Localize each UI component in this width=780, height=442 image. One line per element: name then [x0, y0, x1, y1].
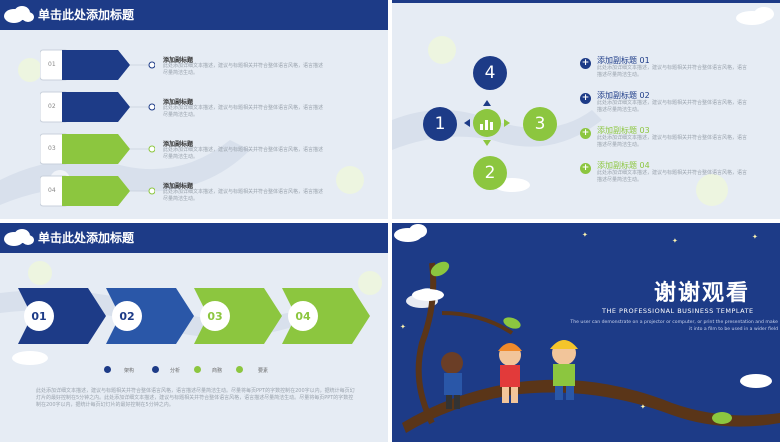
arrow-down-icon: [483, 140, 491, 146]
item-body: 此处添加详细文本描述，建议与标题相关并符合整体语言风格，语言描述尽量简洁生动。: [597, 100, 748, 113]
item-title: 添加副标题 01: [597, 56, 650, 65]
child-2: [498, 343, 522, 403]
slide-4[interactable]: ✦ ✦ ✦ ✦ ✦ 谢谢观看 THE PROFESSIONAL BUSINESS…: [392, 223, 780, 442]
plus-icon: +: [580, 93, 591, 104]
item-body: 此处添加详细文本描述，建议与标题相关并符合整体语言风格，语言描述尽量简洁生动。: [597, 170, 748, 183]
row-number: 03: [48, 145, 56, 152]
header-title: 单击此处添加标题: [38, 8, 135, 22]
arrow-row-2: [40, 91, 130, 123]
item-body: 此处添加详细文本描述，建议与标题相关并符合整体语言风格，语言描述尽量简洁生动。: [163, 189, 324, 202]
slide-3[interactable]: 单击此处添加标题 01 02 03 04 架构 分析 商務 要素 此处添加详细文…: [0, 223, 388, 442]
item-body: 此处添加详细文本描述，建议与标题相关并符合整体语言风格，语言描述尽量简洁生动。: [163, 147, 324, 160]
bar-chart-icon: [480, 120, 493, 130]
item-body: 此处添加详细文本描述，建议与标题相关并符合整体语言风格，语言描述尽量简洁生动。: [163, 105, 324, 118]
child-1: [441, 352, 463, 409]
row-number: 04: [48, 187, 56, 194]
circle-4: 4: [473, 56, 507, 90]
arrow-left-icon: [464, 119, 470, 127]
star-icon: ✦: [400, 323, 406, 331]
arrow-row-4: [40, 175, 130, 207]
star-icon: ✦: [752, 233, 758, 241]
item-title: 添加副标题 04: [597, 161, 650, 170]
star-icon: ✦: [582, 231, 588, 239]
description: The user can demonstrate on a projector …: [570, 320, 778, 332]
header-title: 单击此处添加标题: [38, 231, 135, 245]
plus-icon: +: [580, 163, 591, 174]
item-body: 此处添加详细文本描述，建议与标题相关并符合整体语言风格，语言描述尽量简洁生动。: [163, 63, 324, 76]
body-text: 此处添加详细文本描述，建议与标题相关并符合整体语言风格，语言描述尽量简洁生动。尽…: [36, 388, 355, 408]
item-title: 添加副标题: [163, 57, 194, 64]
legend-label: 要素: [258, 368, 269, 374]
step-label: 01: [24, 301, 54, 331]
cloud-icon: [4, 6, 34, 23]
item-body: 此处添加详细文本描述，建议与标题相关并符合整体语言风格，语言描述尽量简洁生动。: [597, 135, 748, 148]
plus-icon: +: [580, 128, 591, 139]
row-number: 02: [48, 103, 56, 110]
circle-1: 1: [423, 107, 457, 141]
step-label: 02: [112, 301, 142, 331]
arrow-right-icon: [504, 119, 510, 127]
legend-dot: [194, 366, 201, 373]
legend-dot: [104, 366, 111, 373]
star-icon: ✦: [640, 403, 646, 411]
child-3: [550, 340, 578, 400]
item-body: 此处添加详细文本描述，建议与标题相关并符合整体语言风格，语言描述尽量简洁生动。: [597, 65, 748, 78]
legend-dot: [152, 366, 159, 373]
header-bar: 单击此处添加标题: [0, 0, 388, 30]
item-title: 添加副标题 03: [597, 126, 650, 135]
tree-background-decoration: [0, 261, 382, 365]
arrow-list-graphic: [40, 49, 155, 207]
step-label: 04: [288, 301, 318, 331]
cloud-icon: [4, 229, 34, 246]
arrow-row-1: [40, 49, 130, 81]
item-title: 添加副标题: [163, 99, 194, 106]
subtitle: THE PROFESSIONAL BUSINESS TEMPLATE: [602, 307, 754, 315]
slide-1[interactable]: 单击此处添加标题 01 02 03 04 添加副标题 此处添加详细文本描述: [0, 0, 388, 219]
legend-dot: [236, 366, 243, 373]
item-title: 添加副标题 02: [597, 91, 650, 100]
legend-label: 商務: [212, 368, 223, 374]
step-label: 03: [200, 301, 230, 331]
thanks-title: 谢谢观看: [654, 281, 751, 306]
item-title: 添加副标题: [163, 183, 194, 190]
row-number: 01: [48, 61, 56, 68]
star-icon: ✦: [672, 237, 678, 245]
cycle-diagram: [464, 100, 510, 146]
kids-on-branch-illustration: [394, 224, 780, 433]
legend-label: 分析: [170, 368, 181, 374]
circle-3: 3: [523, 107, 557, 141]
plus-icon: +: [580, 58, 591, 69]
arrow-up-icon: [483, 100, 491, 106]
header-bar: 单击此处添加标题: [0, 223, 388, 253]
arrow-row-3: [40, 133, 130, 165]
slide-2[interactable]: 1 2 3 4 + 添加副标题 01 此处添加详细文本描述，建议与标题相关并符合…: [392, 0, 780, 219]
circle-2: 2: [473, 156, 507, 190]
legend-label: 架构: [124, 368, 135, 374]
item-title: 添加副标题: [163, 141, 194, 148]
